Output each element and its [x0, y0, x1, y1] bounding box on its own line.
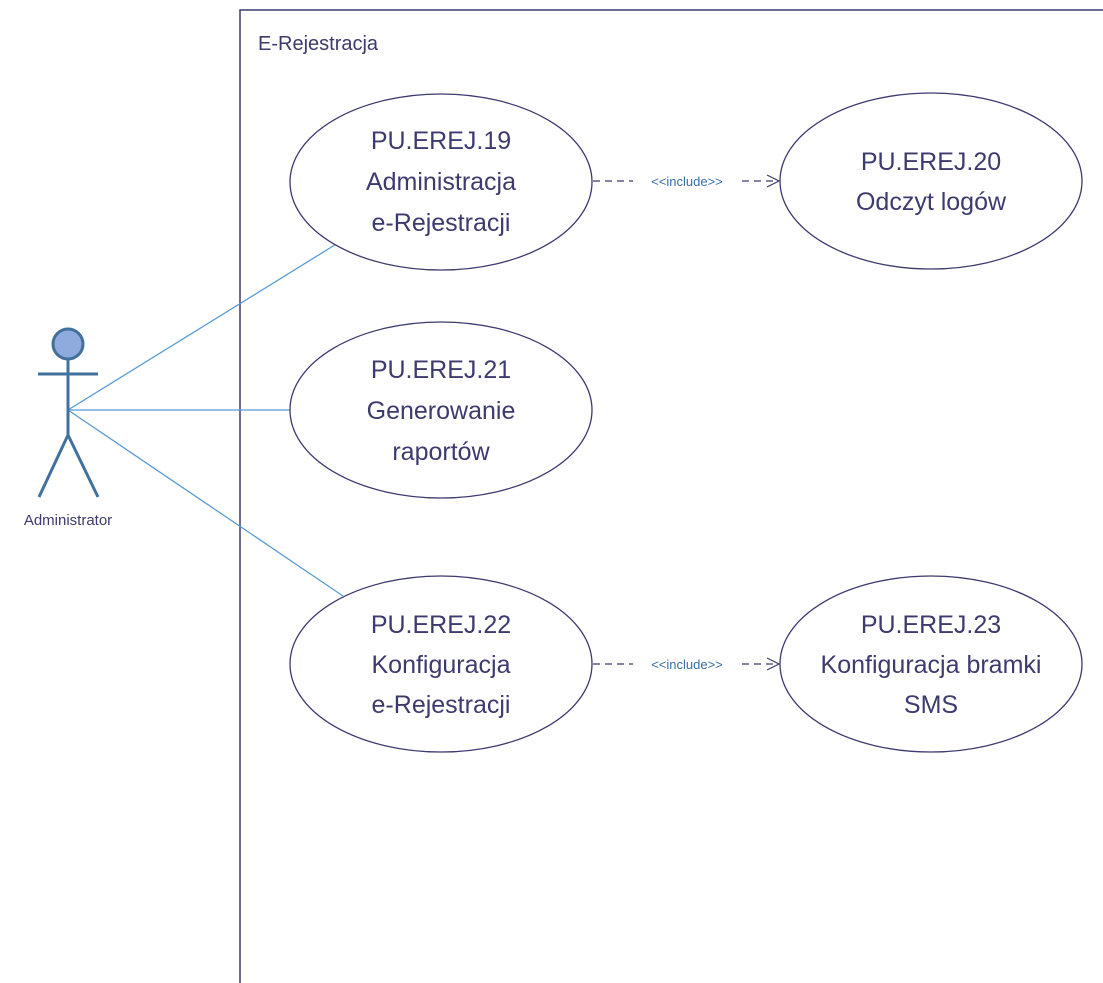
include-relation-2: <<include>>	[593, 657, 781, 672]
include-label: <<include>>	[651, 657, 723, 672]
use-case-uc19[interactable]: PU.EREJ.19 Administracja e-Rejestracji	[289, 93, 593, 271]
use-case-name: Konfiguracja bramki	[821, 651, 1042, 679]
actor-left-leg	[37, 434, 70, 498]
association-uc22	[67, 409, 344, 597]
use-case-code: PU.EREJ.19	[371, 127, 511, 155]
use-case-name: e-Rejestracji	[372, 209, 511, 237]
use-case-code: PU.EREJ.22	[371, 611, 511, 639]
use-case-name: Konfiguracja	[372, 651, 511, 679]
use-case-name: Odczyt logów	[856, 188, 1007, 216]
use-case-uc22[interactable]: PU.EREJ.22 Konfiguracja e-Rejestracji	[289, 575, 593, 753]
actor-label: Administrator	[24, 512, 112, 529]
use-case-uc23[interactable]: PU.EREJ.23 Konfiguracja bramki SMS	[779, 575, 1083, 753]
use-case-uc21[interactable]: PU.EREJ.21 Generowanie raportów	[289, 321, 593, 499]
system-boundary	[239, 9, 1103, 983]
association-uc19	[67, 242, 339, 411]
use-case-name: raportów	[392, 438, 490, 466]
use-case-name: Administracja	[366, 168, 516, 196]
actor-administrator[interactable]	[37, 327, 100, 498]
include-relation-1: <<include>>	[593, 174, 781, 189]
use-case-name: Generowanie	[367, 397, 516, 425]
system-title: E-Rejestracja	[258, 33, 379, 55]
include-label: <<include>>	[651, 174, 723, 189]
include-arrowhead	[766, 657, 781, 671]
associations	[67, 242, 344, 597]
use-case-code: PU.EREJ.23	[861, 611, 1001, 639]
include-arrowhead	[766, 174, 781, 188]
use-case-code: PU.EREJ.20	[861, 148, 1001, 176]
actor-right-leg	[66, 434, 100, 498]
use-case-name: e-Rejestracji	[372, 691, 511, 719]
actor-head	[51, 327, 85, 361]
use-case-uc20[interactable]: PU.EREJ.20 Odczyt logów	[779, 92, 1083, 270]
use-case-name: SMS	[904, 691, 958, 719]
use-case-code: PU.EREJ.21	[371, 356, 511, 384]
